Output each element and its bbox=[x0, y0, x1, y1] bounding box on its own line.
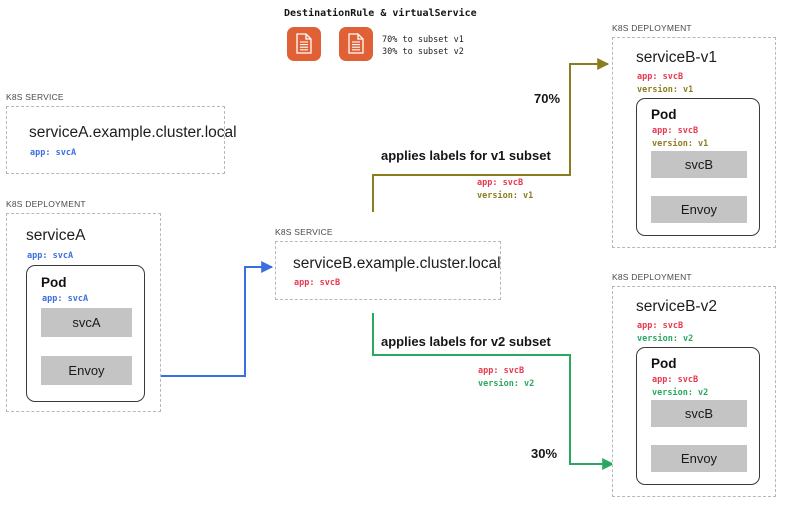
deployment-a-app-label: app: svcA bbox=[27, 251, 74, 261]
document-icon bbox=[339, 27, 373, 61]
service-b-box: serviceB.example.cluster.local app: svcB bbox=[275, 241, 501, 300]
service-b-app-label: app: svcB bbox=[294, 278, 341, 288]
deployment-b-v2-box: serviceB-v2 app: svcB version: v2 Pod ap… bbox=[612, 286, 776, 497]
pod-service-a: Pod app: svcA svcA Envoy bbox=[26, 265, 145, 402]
service-a-title: serviceA.example.cluster.local bbox=[29, 124, 237, 141]
v1-app-label: app: svcB bbox=[477, 178, 524, 188]
pod-service-b-v1: Pod app: svcB version: v1 svcB Envoy bbox=[636, 98, 760, 236]
group-label-deployment-a: K8S DEPLOYMENT bbox=[6, 199, 86, 209]
wire-v1-subset bbox=[372, 58, 610, 212]
pod-title: Pod bbox=[41, 275, 67, 290]
applies-labels-v1-caption: applies labels for v1 subset bbox=[381, 148, 551, 163]
deployment-b-v2-version-label: version: v2 bbox=[637, 334, 694, 344]
service-b-title: serviceB.example.cluster.local bbox=[293, 255, 501, 272]
service-a-app-label: app: svcA bbox=[30, 148, 77, 158]
wire-envoy-to-serviceb bbox=[148, 261, 274, 377]
v1-traffic-percent: 70% bbox=[534, 91, 561, 106]
container-envoy: Envoy bbox=[651, 445, 747, 472]
applies-labels-v2-caption: applies labels for v2 subset bbox=[381, 334, 551, 349]
v1-version-label: version: v1 bbox=[477, 191, 534, 201]
pod-title: Pod bbox=[651, 356, 677, 371]
container-svcb: svcB bbox=[651, 400, 747, 427]
page-title: DestinationRule & virtualService bbox=[284, 8, 477, 19]
deployment-b-v2-title: serviceB-v2 bbox=[636, 298, 717, 315]
pod-version-label: version: v1 bbox=[652, 139, 709, 149]
group-label-service-b: K8S SERVICE bbox=[275, 227, 333, 237]
deployment-a-title: serviceA bbox=[26, 227, 86, 244]
container-envoy: Envoy bbox=[651, 196, 747, 223]
pod-app-label: app: svcB bbox=[652, 375, 699, 385]
v2-traffic-percent: 30% bbox=[531, 446, 558, 461]
deployment-b-v1-box: serviceB-v1 app: svcB version: v1 Pod ap… bbox=[612, 37, 776, 248]
group-label-deployment-b-v1: K8S DEPLOYMENT bbox=[612, 23, 692, 33]
deployment-a-box: serviceA app: svcA Pod app: svcA svcA En… bbox=[6, 213, 161, 412]
deployment-b-v1-app-label: app: svcB bbox=[637, 72, 684, 82]
document-glyph-icon bbox=[348, 33, 364, 54]
service-a-box: serviceA.example.cluster.local app: svcA bbox=[6, 106, 237, 174]
pod-app-label: app: svcB bbox=[652, 126, 699, 136]
pod-title: Pod bbox=[651, 107, 677, 122]
group-label-deployment-b-v2: K8S DEPLOYMENT bbox=[612, 272, 692, 282]
deployment-b-v1-title: serviceB-v1 bbox=[636, 49, 717, 66]
pod-app-label: app: svcA bbox=[42, 294, 89, 304]
pod-service-b-v2: Pod app: svcB version: v2 svcB Envoy bbox=[636, 347, 760, 485]
container-svcb: svcB bbox=[651, 151, 747, 178]
document-glyph-icon bbox=[296, 33, 312, 54]
deployment-b-v2-app-label: app: svcB bbox=[637, 321, 684, 331]
pod-version-label: version: v2 bbox=[652, 388, 709, 398]
container-svca: svcA bbox=[41, 308, 132, 337]
group-label-service-a: K8S SERVICE bbox=[6, 92, 64, 102]
v2-version-label: version: v2 bbox=[478, 379, 535, 389]
document-icon bbox=[287, 27, 321, 61]
container-envoy: Envoy bbox=[41, 356, 132, 385]
traffic-weights: 70% to subset v1 30% to subset v2 bbox=[382, 35, 464, 57]
v2-app-label: app: svcB bbox=[478, 366, 525, 376]
deployment-b-v1-version-label: version: v1 bbox=[637, 85, 694, 95]
